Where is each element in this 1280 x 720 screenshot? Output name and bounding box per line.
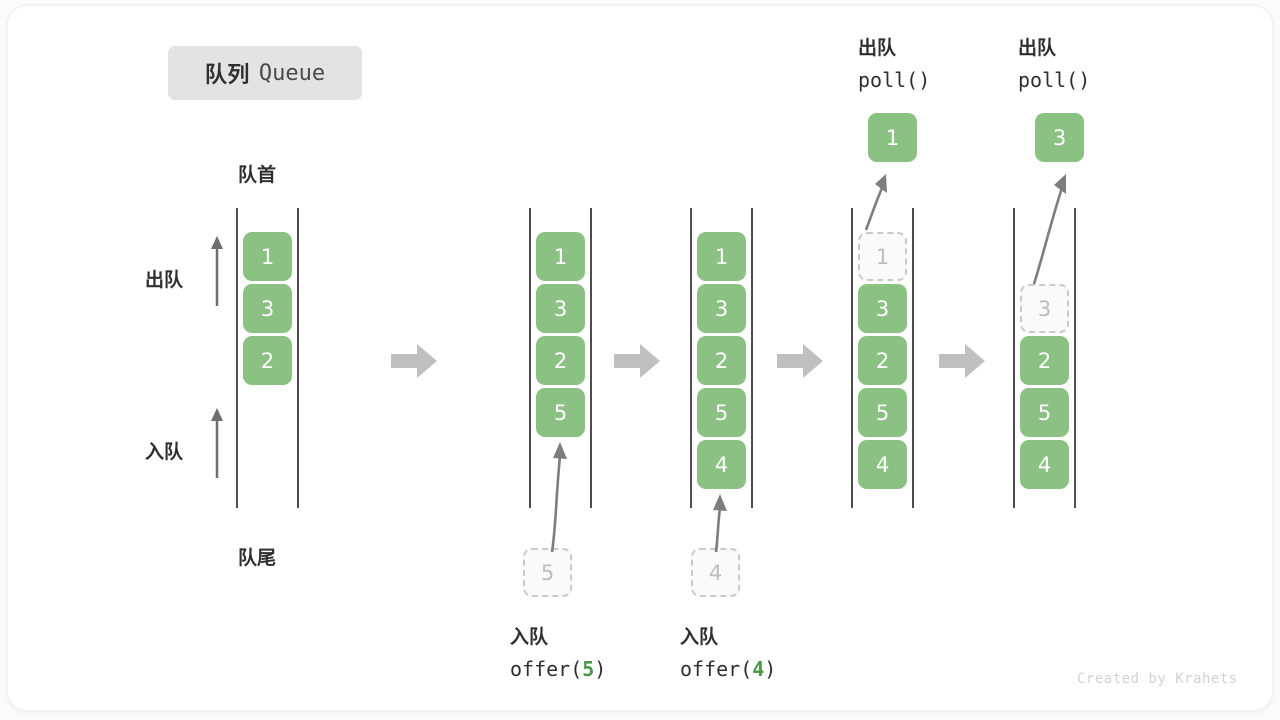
queue-cell: 3 <box>536 284 585 333</box>
enqueue-5-call-suffix: ) <box>594 657 607 681</box>
enqueue-4-call-suffix: ) <box>764 657 777 681</box>
title-english: Queue <box>258 60 326 86</box>
dequeue-1-label: 出队 <box>858 38 897 59</box>
queue-cell: 5 <box>858 388 907 437</box>
dequeue-2-call: poll() <box>1018 68 1091 92</box>
queue-cell: 1 <box>697 232 746 281</box>
title-badge: 队列 Queue <box>168 46 362 100</box>
rail-right <box>912 208 914 508</box>
transition-arrow-icon <box>777 344 823 378</box>
dequeue-direction-label: 出队 <box>145 270 184 291</box>
dequeue-2-label: 出队 <box>1018 38 1057 59</box>
enqueue-5-call: offer(5) <box>510 657 606 681</box>
title-chinese: 队列 <box>204 62 250 87</box>
rail-right <box>297 208 299 508</box>
queue-cell: 3 <box>858 284 907 333</box>
rail-right <box>751 208 753 508</box>
rail-right <box>590 208 592 508</box>
enqueue-4-call-arg: 4 <box>752 657 765 681</box>
queue-cell: 2 <box>858 336 907 385</box>
enqueue-5-call-prefix: offer( <box>510 657 583 681</box>
enqueue-5-label: 入队 <box>510 627 549 648</box>
queue-cell: 1 <box>243 232 292 281</box>
enqueue-ghost-cell-5: 5 <box>523 548 572 597</box>
queue-cell: 2 <box>1020 336 1069 385</box>
rail-left <box>1013 208 1015 508</box>
queue-cell: 5 <box>697 388 746 437</box>
rail-right <box>1074 208 1076 508</box>
dequeue-direction-arrow-icon <box>209 236 225 308</box>
queue-cell: 2 <box>697 336 746 385</box>
dequeue-2-popped-cell: 3 <box>1035 113 1084 162</box>
queue-cell: 2 <box>536 336 585 385</box>
dequeue-1-popped-cell: 1 <box>868 113 917 162</box>
queue-cell-ghost: 3 <box>1020 284 1069 333</box>
enqueue-direction-arrow-icon <box>209 408 225 480</box>
enqueue-4-call: offer(4) <box>680 657 776 681</box>
queue-cell: 1 <box>536 232 585 281</box>
queue-cell-ghost: 1 <box>858 232 907 281</box>
queue-cell: 2 <box>243 336 292 385</box>
rail-left <box>529 208 531 508</box>
transition-arrow-icon <box>614 344 660 378</box>
rail-left <box>851 208 853 508</box>
queue-cell: 3 <box>243 284 292 333</box>
enqueue-5-call-arg: 5 <box>582 657 595 681</box>
dequeue-curve-arrow-2-icon <box>1010 166 1080 286</box>
rail-left <box>690 208 692 508</box>
queue-cell: 5 <box>1020 388 1069 437</box>
queue-cell: 5 <box>536 388 585 437</box>
queue-cell: 4 <box>858 440 907 489</box>
rail-left <box>236 208 238 508</box>
enqueue-ghost-cell-4: 4 <box>691 548 740 597</box>
queue-cell: 4 <box>1020 440 1069 489</box>
queue-cell: 3 <box>697 284 746 333</box>
enqueue-direction-label: 入队 <box>145 442 184 463</box>
queue-head-label: 队首 <box>238 165 277 186</box>
enqueue-curve-arrow-5-icon <box>530 430 590 555</box>
enqueue-4-label: 入队 <box>680 627 719 648</box>
queue-tail-label: 队尾 <box>238 548 277 569</box>
dequeue-curve-arrow-1-icon <box>848 166 904 232</box>
enqueue-curve-arrow-4-icon <box>698 482 748 554</box>
transition-arrow-icon <box>391 344 437 378</box>
enqueue-4-call-prefix: offer( <box>680 657 753 681</box>
watermark-credit: Created by Krahets <box>1077 671 1238 687</box>
queue-cell: 4 <box>697 440 746 489</box>
transition-arrow-icon <box>939 344 985 378</box>
dequeue-1-call: poll() <box>858 68 931 92</box>
